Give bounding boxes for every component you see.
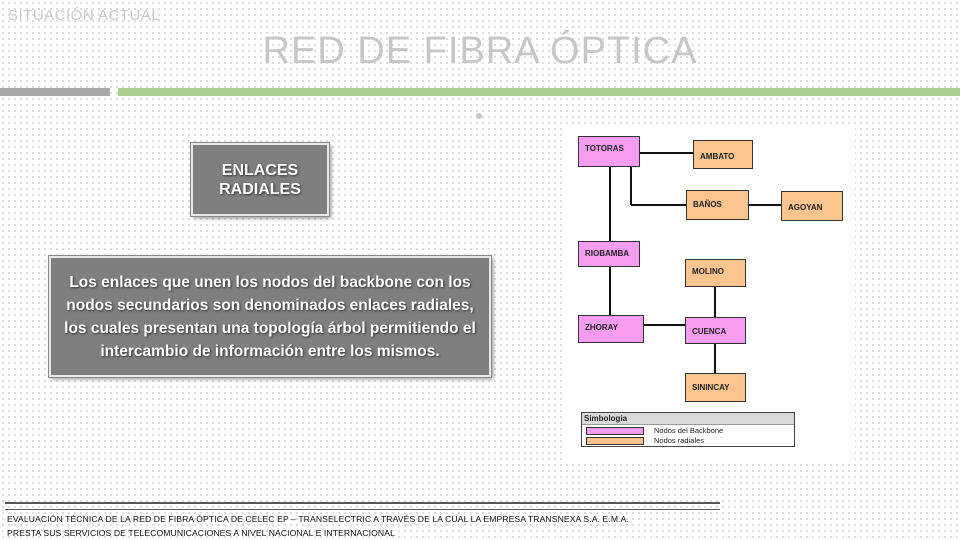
legend-label-backbone: Nodos del Backbone xyxy=(654,426,724,435)
section-label: SITUACIÓN ACTUAL xyxy=(8,7,161,24)
diagram-legend: Simbologia Nodos del Backbone Nodos radi… xyxy=(581,412,795,447)
legend-title: Simbologia xyxy=(584,414,628,423)
page-title: RED DE FIBRA ÓPTICA xyxy=(262,30,698,72)
footer-line-2: PRESTA SUS SERVICIOS DE TELECOMUNICACION… xyxy=(7,528,395,538)
title-bar-gray xyxy=(0,88,110,96)
description-text: Los enlaces que unen los nodos del backb… xyxy=(64,273,476,360)
node-totoras: TOTORAS xyxy=(578,136,640,167)
node-agoyan: AGOYAN xyxy=(781,191,843,221)
footer-text: EVALUACIÓN TÉCNICA DE LA RED DE FIBRA ÓP… xyxy=(7,512,727,540)
legend-label-radial: Nodos radiales xyxy=(654,436,705,445)
diagram-connectors xyxy=(609,152,781,373)
legend-header xyxy=(582,413,794,425)
node-cuenca: CUENCA xyxy=(685,317,746,344)
legend-swatch-backbone xyxy=(586,427,644,435)
node-riobamba: RIOBAMBA xyxy=(578,241,640,267)
footer-rule xyxy=(5,502,720,510)
description-box: Los enlaces que unen los nodos del backb… xyxy=(48,255,492,378)
node-sinincay: SININCAY xyxy=(685,373,746,402)
enlaces-radiales-box: ENLACES RADIALES xyxy=(190,142,330,217)
title-bar-green xyxy=(118,88,960,96)
enlaces-line-2: RADIALES xyxy=(219,180,301,198)
node-zhoray: ZHORAY xyxy=(578,315,644,343)
footer-line-1: EVALUACIÓN TÉCNICA DE LA RED DE FIBRA ÓP… xyxy=(7,514,629,524)
decor-dot xyxy=(476,113,482,119)
node-ambato: AMBATO xyxy=(693,140,753,169)
network-diagram: TOTORAS AMBATO BAÑOS AGOYAN RIOBAMBA MOL… xyxy=(565,125,855,460)
node-molino: MOLINO xyxy=(685,259,746,287)
node-banos: BAÑOS xyxy=(686,190,749,220)
legend-swatch-radial xyxy=(586,437,644,445)
enlaces-line-1: ENLACES xyxy=(221,161,299,179)
